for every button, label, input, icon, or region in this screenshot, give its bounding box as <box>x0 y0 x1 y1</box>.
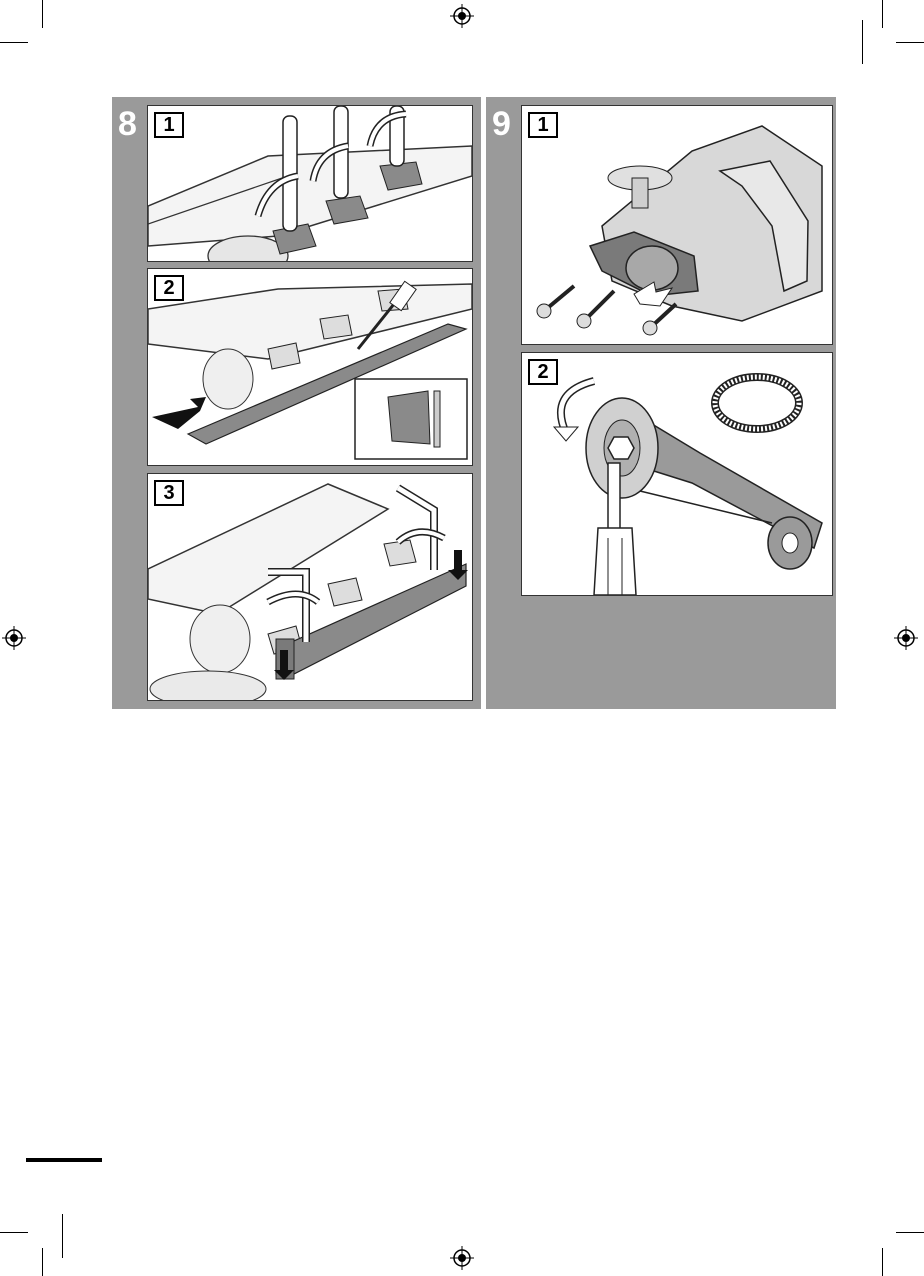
figure-8-step-2-frame: 2 <box>147 268 473 466</box>
figure-number: 8 <box>118 107 137 141</box>
footer-rule <box>26 1158 102 1162</box>
crop-mark <box>896 42 924 43</box>
crop-mark <box>62 1214 63 1258</box>
step-number: 1 <box>528 112 558 138</box>
wrench-icon <box>148 106 472 261</box>
figure-number: 9 <box>492 107 511 141</box>
registration-mark-icon <box>450 1246 474 1270</box>
step-number: 1 <box>154 112 184 138</box>
registration-mark-icon <box>2 626 26 650</box>
crop-mark <box>42 0 43 28</box>
crop-mark <box>896 1232 924 1233</box>
figure-9-step-1-frame: 1 <box>521 105 833 345</box>
crop-mark <box>882 0 883 28</box>
figure-8-step-3-frame: 3 <box>147 473 473 701</box>
figure-8-step-1-frame: 1 <box>147 105 473 262</box>
registration-mark-icon <box>894 626 918 650</box>
belt-pulley-icon <box>522 353 832 595</box>
registration-mark-icon <box>450 4 474 28</box>
crop-mark <box>882 1248 883 1276</box>
screwdriver-icon <box>148 269 472 465</box>
crop-mark <box>862 20 863 64</box>
crop-mark <box>0 42 28 43</box>
figure-9-step-2-frame: 2 <box>521 352 833 596</box>
crop-mark <box>42 1248 43 1276</box>
step-number: 2 <box>154 275 184 301</box>
step-number: 2 <box>528 359 558 385</box>
crop-mark <box>0 1232 28 1233</box>
figure-9-panel: 9 1 2 <box>486 97 836 709</box>
step-number: 3 <box>154 480 184 506</box>
saw-housing-icon <box>522 106 832 344</box>
figure-8-panel: 8 1 2 <box>112 97 481 709</box>
allen-key-icon <box>148 474 472 700</box>
